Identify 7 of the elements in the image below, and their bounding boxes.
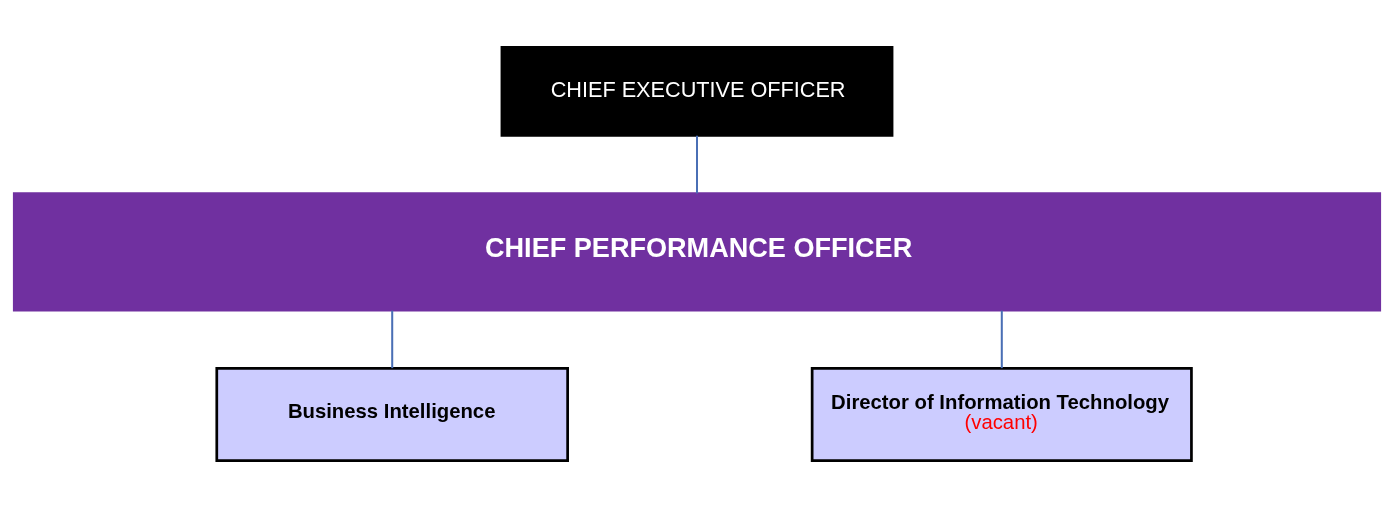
node-box: CHIEF EXECUTIVE OFFICER bbox=[500, 46, 894, 137]
node-box: Business Intelligence bbox=[215, 367, 569, 462]
connector bbox=[696, 135, 698, 194]
connector bbox=[391, 310, 394, 369]
node-box: Director of Information Technology (vacant) bbox=[810, 367, 1193, 462]
node-box: CHIEF PERFORMANCE OFFICER bbox=[12, 192, 1382, 312]
connector bbox=[1000, 310, 1003, 369]
